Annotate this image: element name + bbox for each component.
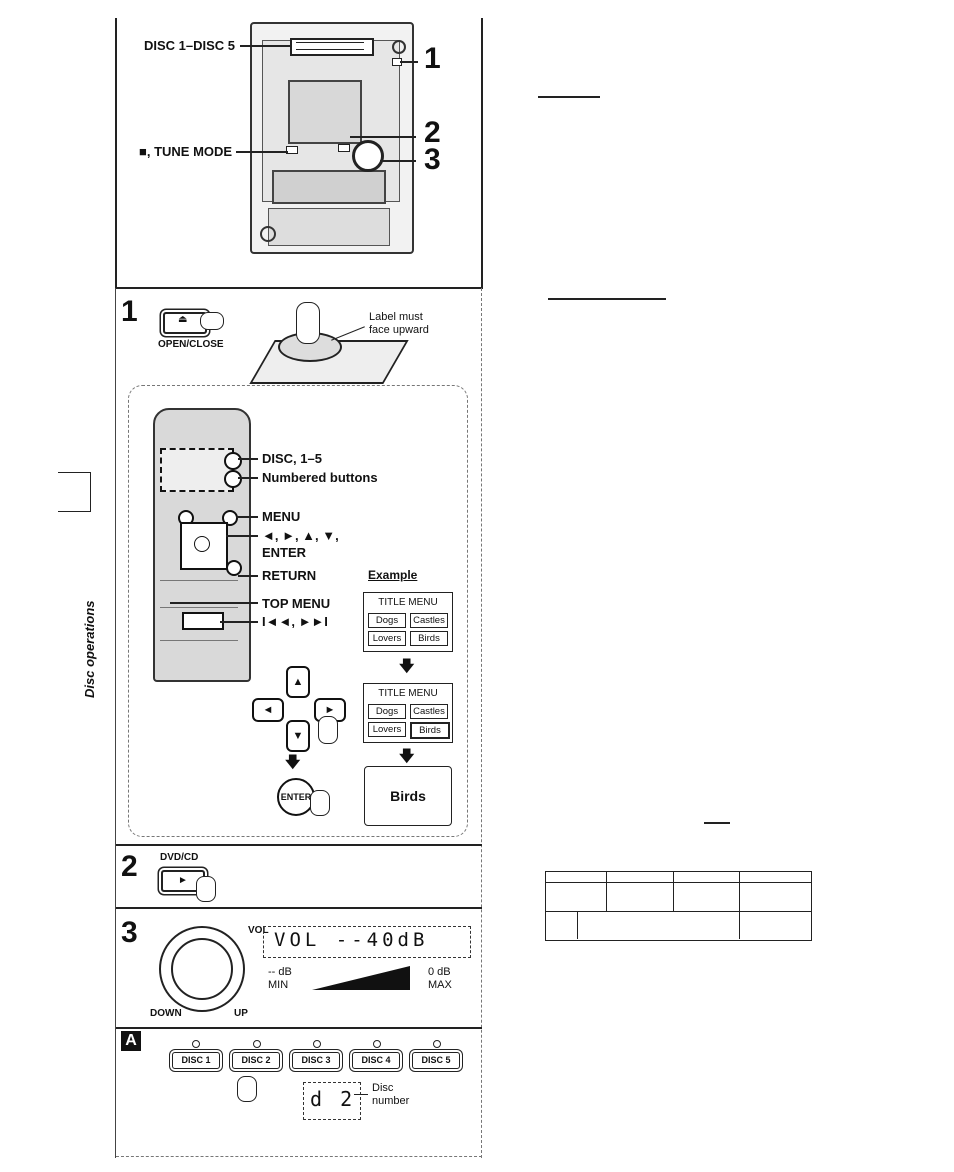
menu-item: Castles — [410, 704, 448, 719]
menu-item: Castles — [410, 613, 448, 628]
example-title: Example — [368, 568, 418, 582]
left-arrow-button-icon: ◄ — [252, 698, 284, 722]
disc-led — [313, 1040, 321, 1048]
max-label: MAX — [428, 979, 452, 991]
disc-number-label: Disc number — [372, 1082, 410, 1107]
menu-title: TITLE MENU — [378, 597, 438, 608]
volume-ramp-icon — [312, 966, 410, 990]
section-divider — [115, 287, 483, 289]
heading-underline — [704, 822, 730, 824]
bottom-dashed-line — [116, 1156, 482, 1157]
arrow-down-icon: 🡇 — [399, 748, 415, 765]
title-menu-2: TITLE MENU Dogs Castles Lovers Birds — [363, 683, 453, 743]
disc-1-button: DISC 1 — [172, 1052, 220, 1069]
down-arrow-button-icon: ▼ — [286, 720, 310, 752]
left-frame-line — [115, 18, 117, 288]
title-menu-1: TITLE MENU Dogs Castles Lovers Birds — [363, 592, 453, 652]
finger-icon — [200, 312, 224, 330]
callout-3: 3 — [424, 143, 441, 176]
up-arrow-button-icon: ▲ — [286, 666, 310, 698]
heading-underline — [538, 96, 600, 98]
dvd-cd-label: DVD/CD — [160, 852, 199, 863]
top-menu-label: TOP MENU — [262, 596, 331, 611]
down-label: DOWN — [150, 1008, 182, 1019]
display-text: VOL --40dB — [274, 929, 429, 951]
leader-line — [240, 45, 292, 47]
numbered-buttons-label: Numbered buttons — [262, 470, 378, 485]
step-a-letter: A — [121, 1031, 141, 1051]
finger-icon — [237, 1076, 257, 1102]
tune-mode-label: ■, TUNE MODE — [139, 144, 233, 159]
step-1-number: 1 — [121, 295, 138, 328]
label-note: Label must face upward — [369, 311, 429, 336]
left-edge-line — [115, 288, 116, 1158]
step-2-number: 2 — [121, 850, 138, 883]
max-db: 0 dB — [428, 966, 451, 978]
vol-label: VOL — [248, 925, 269, 936]
arrow-down-icon: 🡇 — [399, 658, 415, 675]
enter-label: ENTER — [262, 545, 307, 560]
volume-knob-icon — [352, 140, 384, 172]
menu-item: Dogs — [368, 704, 406, 719]
result-screen: Birds — [364, 766, 452, 826]
section-divider — [116, 844, 482, 846]
menu-item-selected: Birds — [410, 722, 450, 739]
arrow-down-icon: 🡇 — [285, 754, 301, 771]
hand-icon — [296, 302, 320, 344]
finger-icon — [196, 876, 216, 902]
section-divider — [116, 1027, 482, 1029]
section-divider — [116, 907, 482, 909]
disc-1-5-remote-label: DISC, 1–5 — [262, 451, 322, 466]
volume-dial-icon — [159, 926, 245, 1012]
finger-icon — [310, 790, 330, 816]
side-tab — [58, 472, 91, 512]
right-frame-line — [481, 18, 483, 288]
menu-title: TITLE MENU — [378, 688, 438, 699]
eject-icon: ⏏ — [178, 314, 188, 325]
finger-icon — [318, 716, 338, 744]
skip-label: I◄◄, ►►I — [262, 614, 328, 629]
disc-1-5-label: DISC 1–DISC 5 — [144, 38, 236, 53]
disc-led — [253, 1040, 261, 1048]
min-db: -- dB — [268, 966, 292, 978]
right-edge-dashed — [481, 288, 482, 1158]
disc-number-display: d 2 — [303, 1082, 361, 1120]
leader-line — [236, 151, 288, 153]
menu-item: Birds — [410, 631, 448, 646]
callout-1: 1 — [424, 42, 441, 75]
remote-frame — [128, 385, 468, 837]
disc-5-button: DISC 5 — [412, 1052, 460, 1069]
disc-led — [192, 1040, 200, 1048]
return-label: RETURN — [262, 568, 317, 583]
disc-display-text: d 2 — [310, 1087, 356, 1111]
menu-label: MENU — [262, 509, 301, 524]
menu-item: Lovers — [368, 631, 406, 646]
disc-4-button: DISC 4 — [352, 1052, 400, 1069]
menu-item: Dogs — [368, 613, 406, 628]
disc-led — [433, 1040, 441, 1048]
disc-3-button: DISC 3 — [292, 1052, 340, 1069]
min-label: MIN — [268, 979, 289, 991]
menu-item: Lovers — [368, 722, 406, 737]
open-close-label: OPEN/CLOSE — [158, 339, 224, 350]
callout-2: 2 — [424, 116, 441, 149]
side-label: Disc operations — [82, 600, 97, 698]
disc-led — [373, 1040, 381, 1048]
disc-2-button: DISC 2 — [232, 1052, 280, 1069]
heading-underline — [548, 298, 666, 300]
arrows-label: ◄, ►, ▲, ▼, — [262, 528, 339, 543]
step-3-number: 3 — [121, 916, 138, 949]
up-label: UP — [234, 1008, 248, 1019]
volume-display: VOL --40dB — [263, 926, 471, 958]
